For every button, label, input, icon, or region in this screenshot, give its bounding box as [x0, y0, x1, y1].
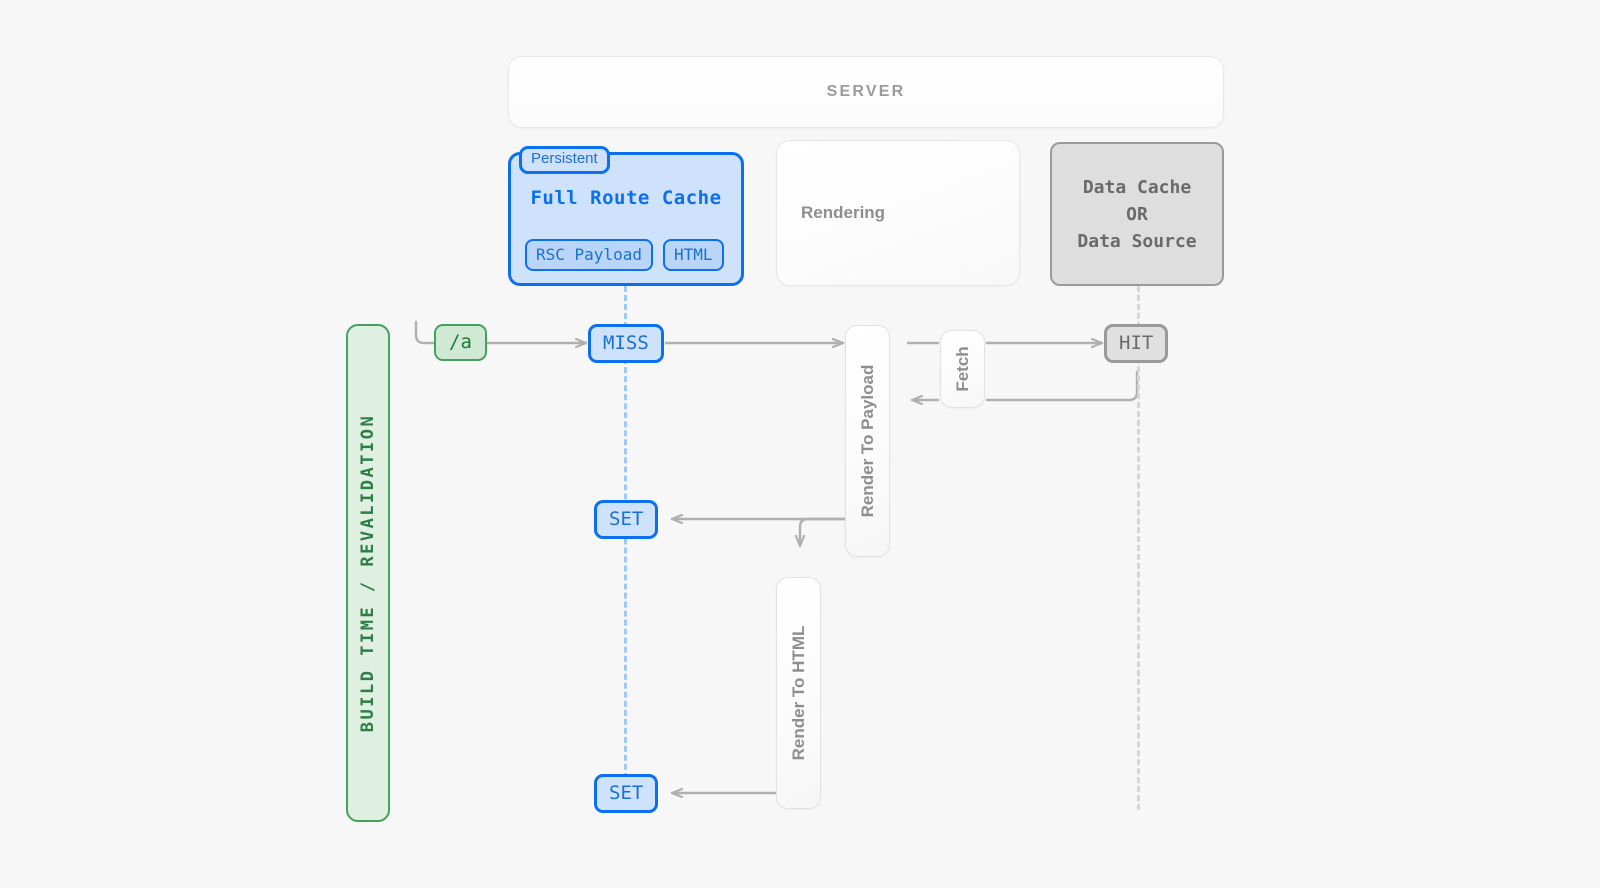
build-time-phase-label: BUILD TIME / REVALIDATION: [358, 413, 378, 733]
route-badge: /a: [434, 324, 487, 361]
data-cache-lifeline: [1137, 286, 1140, 810]
data-cache-line-1: Data Cache: [1082, 176, 1192, 198]
process-fetch-label: Fetch: [952, 346, 972, 392]
process-fetch: Fetch: [940, 330, 985, 408]
wire-hit-return: [985, 370, 1139, 402]
state-pill-miss: MISS: [588, 324, 664, 363]
wire-payload-to-html: [800, 517, 847, 548]
process-render-to-html-label: Render To HTML: [788, 625, 808, 761]
state-pill-set-payload: SET: [594, 500, 659, 539]
full-route-cache-lifeline: [624, 286, 627, 806]
data-cache-line-3: Data Source: [1077, 230, 1197, 252]
state-pill-set-html: SET: [594, 774, 659, 813]
rendering-label: Rendering: [801, 203, 886, 222]
chip-rsc-payload: RSC Payload: [525, 239, 653, 272]
persistent-badge: Persistent: [519, 146, 610, 174]
full-route-cache-title: Full Route Cache: [530, 187, 722, 209]
data-cache-panel: Data Cache OR Data Source: [1050, 142, 1224, 286]
server-label: SERVER: [826, 83, 906, 100]
data-cache-line-2: OR: [1126, 203, 1148, 225]
process-render-to-payload: Render To Payload: [845, 325, 890, 557]
rendering-panel: Rendering: [776, 140, 1020, 286]
process-render-to-payload-label: Render To Payload: [857, 364, 877, 518]
full-route-cache-panel: Full Route Cache RSC Payload HTML: [508, 152, 744, 286]
chip-html: HTML: [662, 239, 724, 272]
full-route-cache-chips: RSC Payload HTML: [525, 239, 724, 272]
server-band: SERVER: [508, 56, 1224, 128]
wire-entry-hook: [414, 320, 436, 345]
process-render-to-html: Render To HTML: [776, 577, 821, 809]
build-time-phase-bar: BUILD TIME / REVALIDATION: [346, 324, 390, 822]
state-pill-hit: HIT: [1104, 324, 1169, 363]
